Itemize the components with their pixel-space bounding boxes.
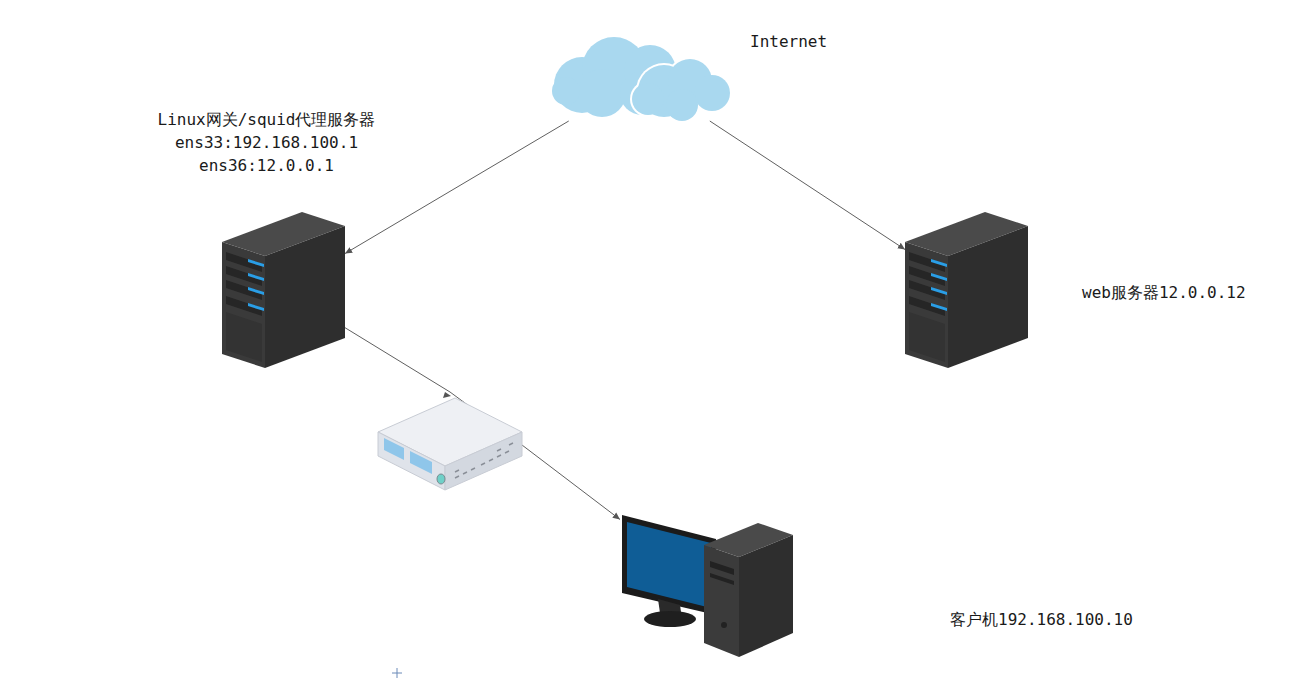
connector (345, 121, 569, 254)
gateway-server: Linux网关/squid代理服务器ens33:192.168.100.1ens… (222, 212, 345, 368)
cursor-mark (392, 668, 402, 678)
server-icon (905, 212, 1028, 368)
client-pc: 客户机192.168.100.10 (620, 515, 795, 657)
node-label: 客户机192.168.100.10 (950, 608, 1133, 631)
server-icon (222, 212, 345, 368)
node-label: ens36:12.0.0.1 (158, 154, 376, 177)
label-block: web服务器12.0.0.12 (1082, 281, 1246, 304)
label-block: Internet (750, 30, 827, 53)
node-label: ens33:192.168.100.1 (158, 131, 376, 154)
connector (345, 328, 620, 520)
connector (710, 121, 905, 250)
switch-body (378, 392, 522, 490)
pc-icon (620, 515, 795, 657)
label-block: Linux网关/squid代理服务器ens33:192.168.100.1ens… (158, 108, 376, 177)
node-label: Internet (750, 30, 827, 53)
node-label: web服务器12.0.0.12 (1082, 281, 1246, 304)
internet-cloud: Internet (552, 33, 734, 121)
web-server: web服务器12.0.0.12 (905, 212, 1028, 368)
node-label: Linux网关/squid代理服务器 (158, 108, 376, 131)
label-block: 客户机192.168.100.10 (950, 608, 1133, 631)
cloud-icon (552, 33, 734, 121)
